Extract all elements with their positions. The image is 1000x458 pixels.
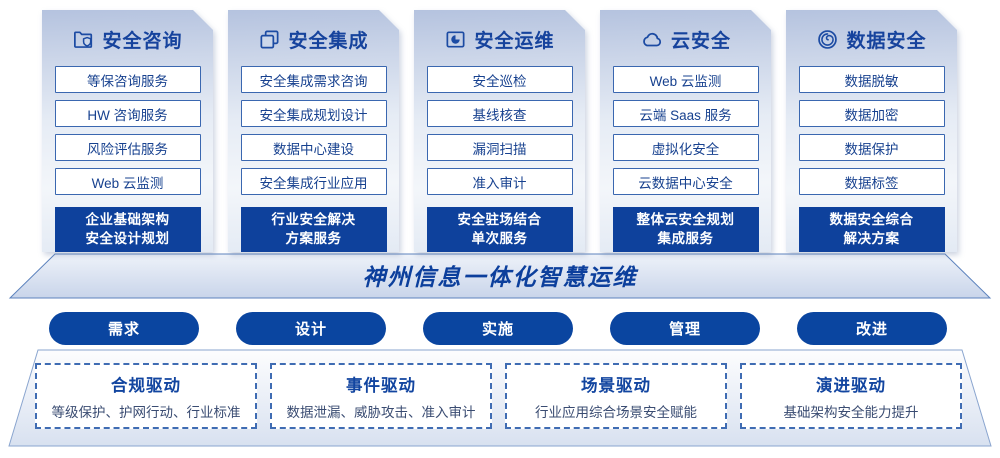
panel-security-integration: 安全集成 安全集成需求咨询 安全集成规划设计 数据中心建设 安全集成行业应用 行… [228, 10, 399, 252]
documents-icon [258, 28, 281, 51]
panel-footer: 整体云安全规划 集成服务 [613, 207, 759, 252]
panel-footer: 数据安全综合 解决方案 [799, 207, 945, 252]
driver-desc: 数据泄漏、威胁攻击、准入审计 [286, 404, 476, 420]
cloud-icon [640, 28, 664, 52]
service-item: 数据中心建设 [241, 134, 387, 161]
service-item: 安全巡检 [427, 66, 573, 93]
pill-design: 设计 [236, 312, 386, 345]
service-item: 等保咨询服务 [55, 66, 201, 93]
pill-requirement: 需求 [49, 312, 199, 345]
folder-pie-icon [444, 28, 467, 51]
panel-cloud-security: 云安全 Web 云监测 云端 Saas 服务 虚拟化安全 云数据中心安全 整体云… [600, 10, 771, 252]
spiral-icon [816, 28, 839, 51]
panel-title: 安全集成 [288, 31, 369, 52]
service-item: HW 咨询服务 [55, 100, 201, 127]
service-item: 安全集成需求咨询 [241, 66, 387, 93]
driver-title: 合规驱动 [111, 376, 181, 395]
driver-desc: 等级保护、护网行动、行业标准 [51, 404, 241, 420]
driver-title: 场景驱动 [581, 376, 651, 395]
service-item: 数据标签 [799, 168, 945, 195]
service-item: 准入审计 [427, 168, 573, 195]
service-item: 数据脱敏 [799, 66, 945, 93]
banner-trapezoid [8, 253, 992, 299]
service-item: 虚拟化安全 [613, 134, 759, 161]
pill-implementation: 实施 [423, 312, 573, 345]
panel-footer: 安全驻场结合 单次服务 [427, 207, 573, 252]
panel-header: 安全咨询 [72, 26, 182, 53]
panel-header: 安全运维 [444, 26, 554, 53]
panel-header: 安全集成 [258, 26, 368, 53]
panel-security-consulting: 安全咨询 等保咨询服务 HW 咨询服务 风险评估服务 Web 云监测 企业基础架… [42, 10, 213, 252]
driver-evolution: 演进驱动 基础架构安全能力提升 [740, 363, 962, 429]
panel-header: 云安全 [640, 26, 731, 53]
panel-data-security: 数据安全 数据脱敏 数据加密 数据保护 数据标签 数据安全综合 解决方案 [786, 10, 957, 252]
service-item: 安全集成行业应用 [241, 168, 387, 195]
panel-header: 数据安全 [816, 26, 926, 53]
service-item: 数据保护 [799, 134, 945, 161]
driver-title: 演进驱动 [816, 376, 886, 395]
service-item: 基线核查 [427, 100, 573, 127]
driver-title: 事件驱动 [346, 376, 416, 395]
driver-desc: 基础架构安全能力提升 [783, 404, 919, 420]
panel-footer: 行业安全解决 方案服务 [241, 207, 387, 252]
service-item: 云端 Saas 服务 [613, 100, 759, 127]
service-item: 数据加密 [799, 100, 945, 127]
driver-event: 事件驱动 数据泄漏、威胁攻击、准入审计 [270, 363, 492, 429]
service-item: 风险评估服务 [55, 134, 201, 161]
panel-title: 数据安全 [846, 31, 927, 52]
service-item: Web 云监测 [55, 168, 201, 195]
service-item: 云数据中心安全 [613, 168, 759, 195]
banner-title: 神州信息一体化智慧运维 [362, 264, 638, 290]
service-item: 漏洞扫描 [427, 134, 573, 161]
driver-scenario: 场景驱动 行业应用综合场景安全赋能 [505, 363, 727, 429]
panel-title: 云安全 [670, 31, 731, 52]
pill-improvement: 改进 [797, 312, 947, 345]
driver-desc: 行业应用综合场景安全赋能 [535, 404, 697, 420]
pill-management: 管理 [610, 312, 760, 345]
service-item: Web 云监测 [613, 66, 759, 93]
folder-shield-icon [72, 28, 95, 51]
service-item: 安全集成规划设计 [241, 100, 387, 127]
panel-title: 安全咨询 [102, 31, 183, 52]
panel-title: 安全运维 [474, 31, 555, 52]
driver-compliance: 合规驱动 等级保护、护网行动、行业标准 [35, 363, 257, 429]
panel-footer: 企业基础架构 安全设计规划 [55, 207, 201, 252]
panel-security-operations: 安全运维 安全巡检 基线核查 漏洞扫描 准入审计 安全驻场结合 单次服务 [414, 10, 585, 252]
